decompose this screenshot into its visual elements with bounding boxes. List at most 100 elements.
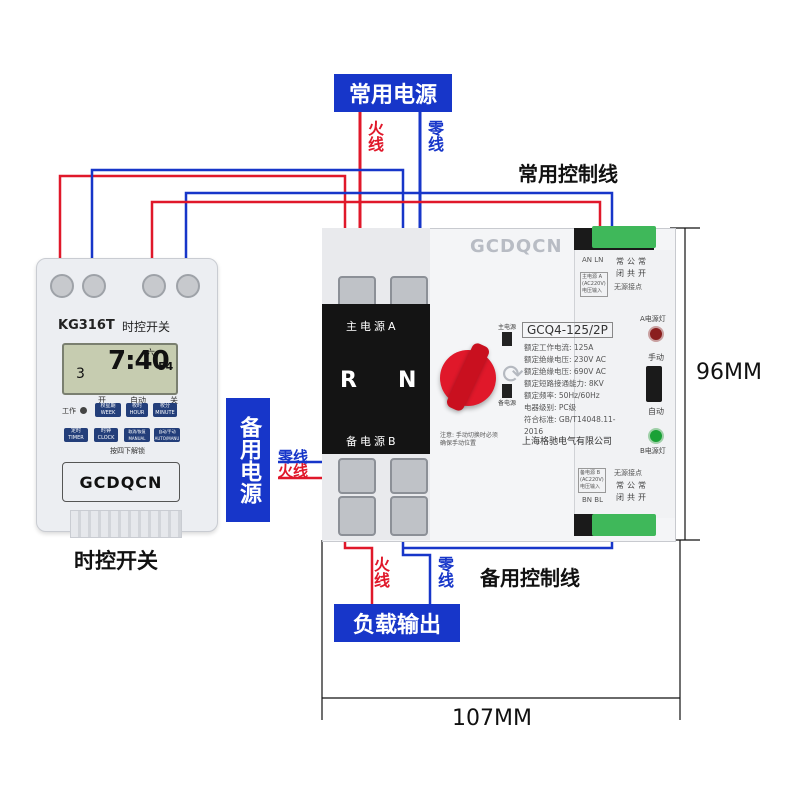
timer-screw-4 — [176, 274, 200, 298]
load-neutral-screw — [390, 496, 428, 536]
timer-top-labels: 开 自动 关 — [98, 395, 178, 406]
timer-model-cn: 时控开关 — [122, 320, 171, 334]
backup-terminal-label: 备电源B — [346, 435, 399, 448]
ctrl-bottom-labels2: 闭 共 开 — [616, 492, 646, 503]
timer-screw-3 — [142, 274, 166, 298]
work-led — [80, 407, 87, 414]
ctrl-top-label2-1: 闭 — [616, 269, 624, 278]
load-neutral-label: 零线 — [435, 556, 454, 588]
ctrl-bottom-box: 备电源 B (AC220V) 电压输入 — [578, 468, 606, 493]
main-src-small: 主电源 — [498, 324, 517, 331]
timer-red-wire-2 — [150, 200, 602, 282]
ats-brand: GCDQCN — [470, 236, 563, 257]
ctrl-bottom-label-3: 常 — [638, 481, 646, 490]
spec-2: 额定绝缘电压: 230V AC — [524, 355, 606, 364]
switch-note: 注意: 手动切换时必须 确保手动位置 — [440, 432, 498, 447]
timer-model: KG316T — [58, 318, 115, 333]
hour-button[interactable]: 校时 HOUR — [126, 403, 148, 417]
timer-screw-2 — [82, 274, 106, 298]
backup-src-small: 备电源 — [498, 400, 517, 407]
timer-button[interactable]: 定时 TIMER — [64, 428, 88, 442]
load-output-title: 负载输出 — [334, 604, 460, 642]
minute-button[interactable]: 校分 MINUTE — [153, 403, 177, 417]
top-control-green-block — [592, 226, 656, 248]
backup-src-indicator — [502, 384, 512, 398]
main-neutral-label: 零线 — [425, 120, 444, 152]
width-dimension-line — [321, 540, 681, 720]
timer-bottom-ribs — [70, 510, 182, 538]
ctrl-bottom-label-2: 公 — [627, 481, 635, 490]
auto-label: 自动 — [648, 407, 664, 416]
ctrl-bottom-label2-1: 闭 — [616, 493, 624, 502]
main-live-label: 火线 — [365, 120, 384, 152]
ctrl-top-label-1: 常 — [616, 257, 624, 266]
backup-neutral-label: 零线 — [278, 448, 309, 466]
timer-blue-wire-1 — [90, 168, 405, 285]
ctrl-top-label-3: 常 — [638, 257, 646, 266]
auto-manual-button[interactable]: 自动/手动 AUTO/MANU — [154, 428, 180, 442]
height-dimension: 96MM — [696, 360, 762, 385]
backup-lamp-label: B电源灯 — [640, 447, 666, 455]
ctrl-top-left: AN LN — [582, 256, 604, 264]
timer-brand: GCDQCN — [79, 472, 163, 492]
ctrl-top-side: 无源接点 — [614, 283, 642, 291]
main-source-title: 常用电源 — [334, 74, 452, 112]
timer-display-day: 六 — [146, 349, 156, 359]
ctrl-top-label2-3: 开 — [638, 269, 646, 278]
bottom-control-green-block — [592, 514, 656, 536]
backup-live-screw — [338, 458, 376, 494]
load-neutral-wire — [401, 540, 432, 610]
label-on: 开 — [98, 396, 106, 405]
ctrl-bottom-labels: 常 公 常 — [616, 480, 646, 491]
ctrl-top-label2-2: 共 — [627, 269, 635, 278]
ctrl-bottom-side: 无源接点 — [614, 469, 642, 477]
ctrl-bottom-label2-3: 开 — [638, 493, 646, 502]
backup-control-label: 备用控制线 — [480, 566, 580, 590]
r-label: R — [340, 368, 357, 393]
n-label: N — [398, 368, 417, 393]
label-auto: 自动 — [130, 396, 146, 405]
ats-specs: 额定工作电流: 125A 额定绝缘电压: 230V AC 额定绝缘电压: 690… — [524, 342, 634, 438]
spec-4: 额定短路接通能力: 8KV — [524, 379, 604, 388]
spec-6: 电器级别: PC级 — [524, 403, 577, 412]
timer-work-label: 工作 — [62, 407, 76, 415]
spec-7: 符合标准: GB/T14048.11-2016 — [524, 415, 616, 436]
backup-lamp — [648, 428, 664, 444]
manual-label: 手动 — [648, 353, 664, 362]
main-src-indicator — [502, 332, 512, 346]
clock-button[interactable]: 时钟 CLOCK — [94, 428, 118, 442]
ats-model: GCQ4-125/2P — [522, 322, 613, 338]
manual-button[interactable]: 取消/恢复 MANUAL — [124, 428, 150, 442]
timer-caption: 时控开关 — [74, 549, 158, 573]
ctrl-bottom-label2-2: 共 — [627, 493, 635, 502]
spec-3: 额定绝缘电压: 690V AC — [524, 367, 606, 376]
main-lamp-label: A电源灯 — [640, 315, 666, 323]
rotary-arrow-icon: ⟳ — [502, 360, 524, 390]
main-terminal-label: 主电源A — [346, 320, 399, 333]
label-off: 关 — [170, 396, 178, 405]
week-button[interactable]: 校星期 WEEK — [95, 403, 121, 417]
timer-lcd — [62, 343, 178, 395]
main-lamp — [648, 326, 664, 342]
timer-blue-wire-2 — [184, 191, 614, 282]
width-dimension: 107MM — [452, 706, 532, 731]
backup-live-label: 火线 — [278, 462, 309, 480]
main-control-label: 常用控制线 — [518, 162, 618, 186]
ctrl-top-labels2: 闭 共 开 — [616, 268, 646, 279]
manufacturer: 上海格驰电气有限公司 — [522, 437, 613, 447]
timer-brand-box: GCDQCN — [62, 462, 180, 502]
timer-display-prog: 3 — [76, 366, 85, 382]
load-live-screw — [338, 496, 376, 536]
timer-display-time: 7:40 — [108, 346, 170, 376]
ctrl-top-labels: 常 公 常 — [616, 256, 646, 267]
ctrl-bottom-label-1: 常 — [616, 481, 624, 490]
mode-slider[interactable] — [646, 366, 662, 402]
spec-1: 额定工作电流: 125A — [524, 343, 594, 352]
spec-5: 额定频率: 50Hz/60Hz — [524, 391, 600, 400]
ctrl-top-label-2: 公 — [627, 257, 635, 266]
timer-display-sec: 54 — [158, 360, 174, 373]
backup-source-title: 备用电源 — [226, 398, 270, 522]
timer-screw-1 — [50, 274, 74, 298]
backup-neutral-screw — [390, 458, 428, 494]
ctrl-bottom-left: BN BL — [582, 496, 603, 504]
